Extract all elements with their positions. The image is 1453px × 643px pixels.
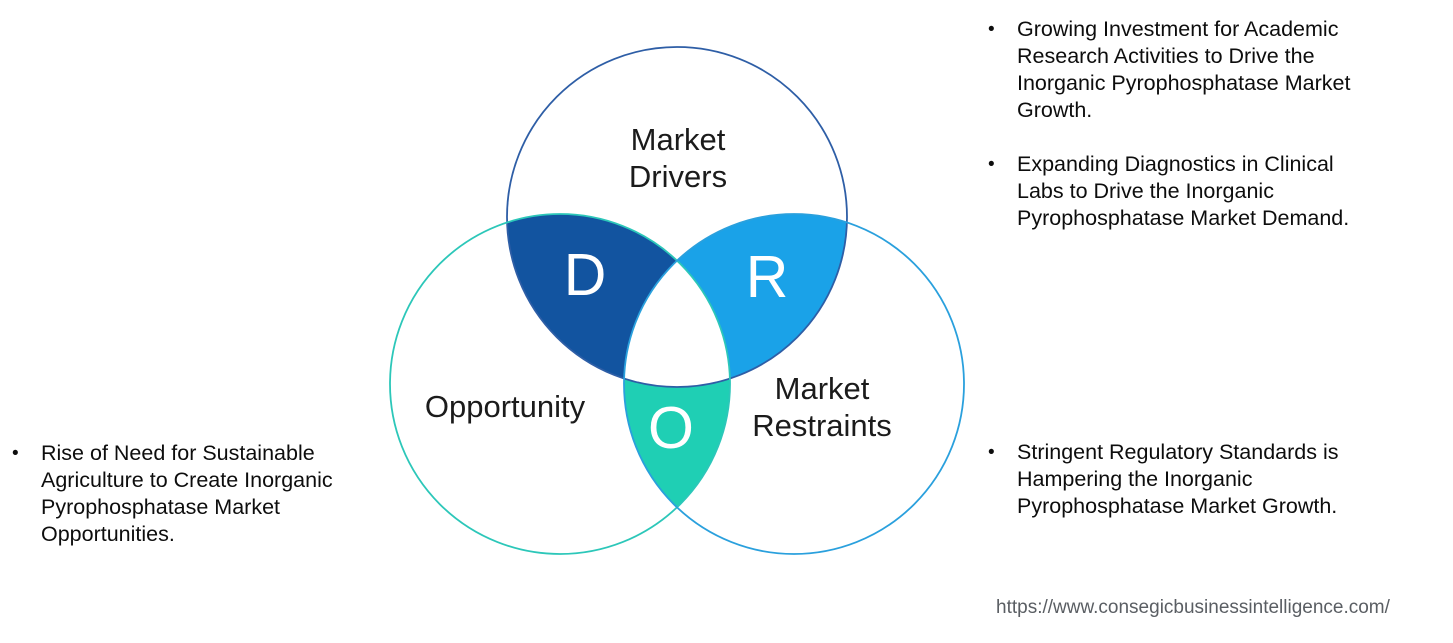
drivers-circle-outline xyxy=(506,46,848,388)
opportunity-label: Opportunity xyxy=(424,389,586,424)
drivers-label: Market Drivers xyxy=(628,122,728,194)
opportunity-circle-outline xyxy=(389,213,731,555)
restraint-annotation: • Stringent Regulatory Standards is Hamp… xyxy=(988,439,1418,520)
driver-annotation-2: • Expanding Diagnostics in Clinical Labs… xyxy=(988,151,1418,232)
restraints-circle-outline xyxy=(623,213,965,555)
source-url: https://www.consegicbusinessintelligence… xyxy=(996,597,1390,618)
bullet-icon: • xyxy=(988,442,995,463)
restraint-annotation-text: Stringent Regulatory Standards is Hamper… xyxy=(1017,440,1339,518)
driver-annotation-1: • Growing Investment for Academic Resear… xyxy=(988,16,1418,124)
opportunity-annotation-text: Rise of Need for Sustainable Agriculture… xyxy=(41,441,333,546)
restraints-region-letter: R xyxy=(746,244,789,310)
driver-annotation-2-text: Expanding Diagnostics in Clinical Labs t… xyxy=(1017,152,1350,230)
opportunity-region-letter: O xyxy=(648,395,694,461)
drivers-region-letter: D xyxy=(564,242,607,308)
driver-annotation-1-text: Growing Investment for Academic Research… xyxy=(1017,17,1351,122)
bullet-icon: • xyxy=(12,443,19,464)
restraints-label: Market Restraints xyxy=(752,371,892,443)
bullet-icon: • xyxy=(988,154,995,175)
opportunity-annotation: • Rise of Need for Sustainable Agricultu… xyxy=(12,440,412,548)
bullet-icon: • xyxy=(988,19,995,40)
